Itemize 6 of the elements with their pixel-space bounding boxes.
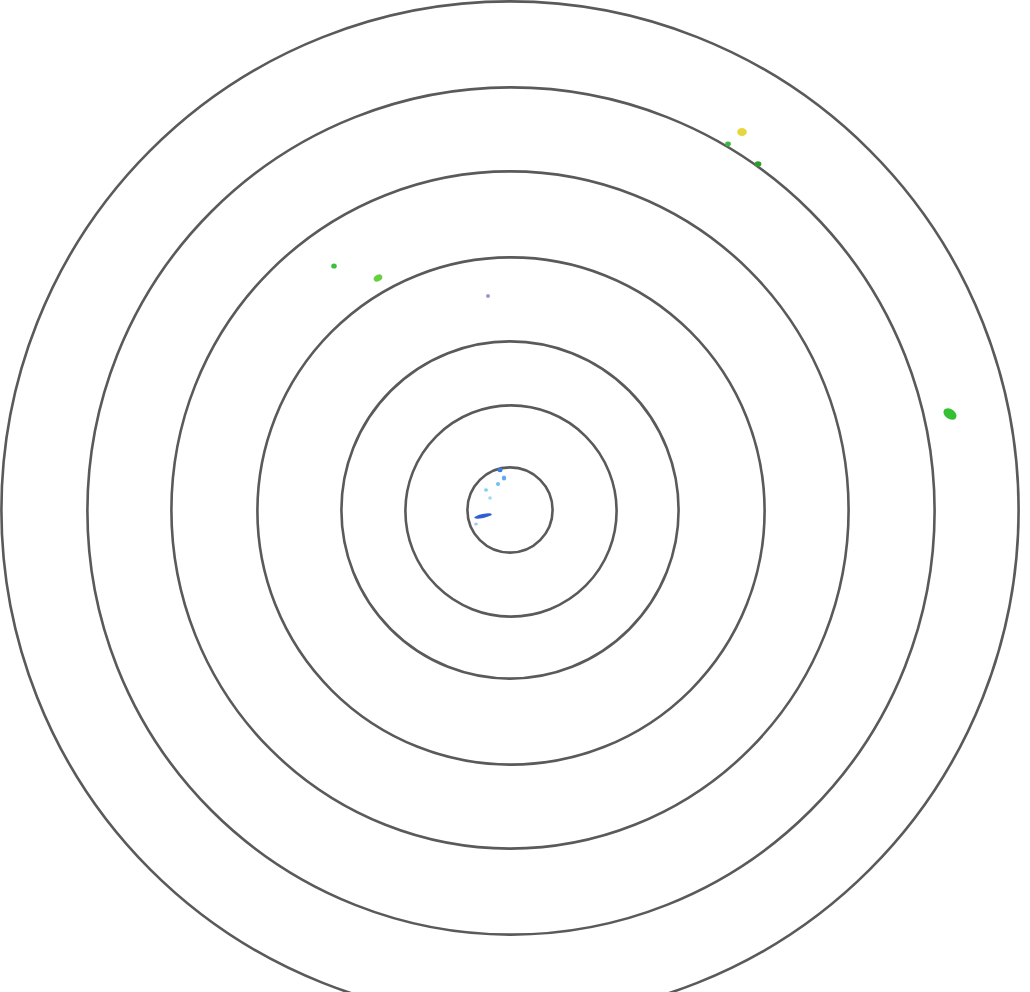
ring-outline (255, 255, 765, 765)
ring-outline (85, 85, 935, 935)
ring-outline (170, 170, 850, 850)
ring-outline (403, 403, 617, 617)
ring-outline (340, 340, 680, 680)
ring-outline (466, 466, 554, 554)
